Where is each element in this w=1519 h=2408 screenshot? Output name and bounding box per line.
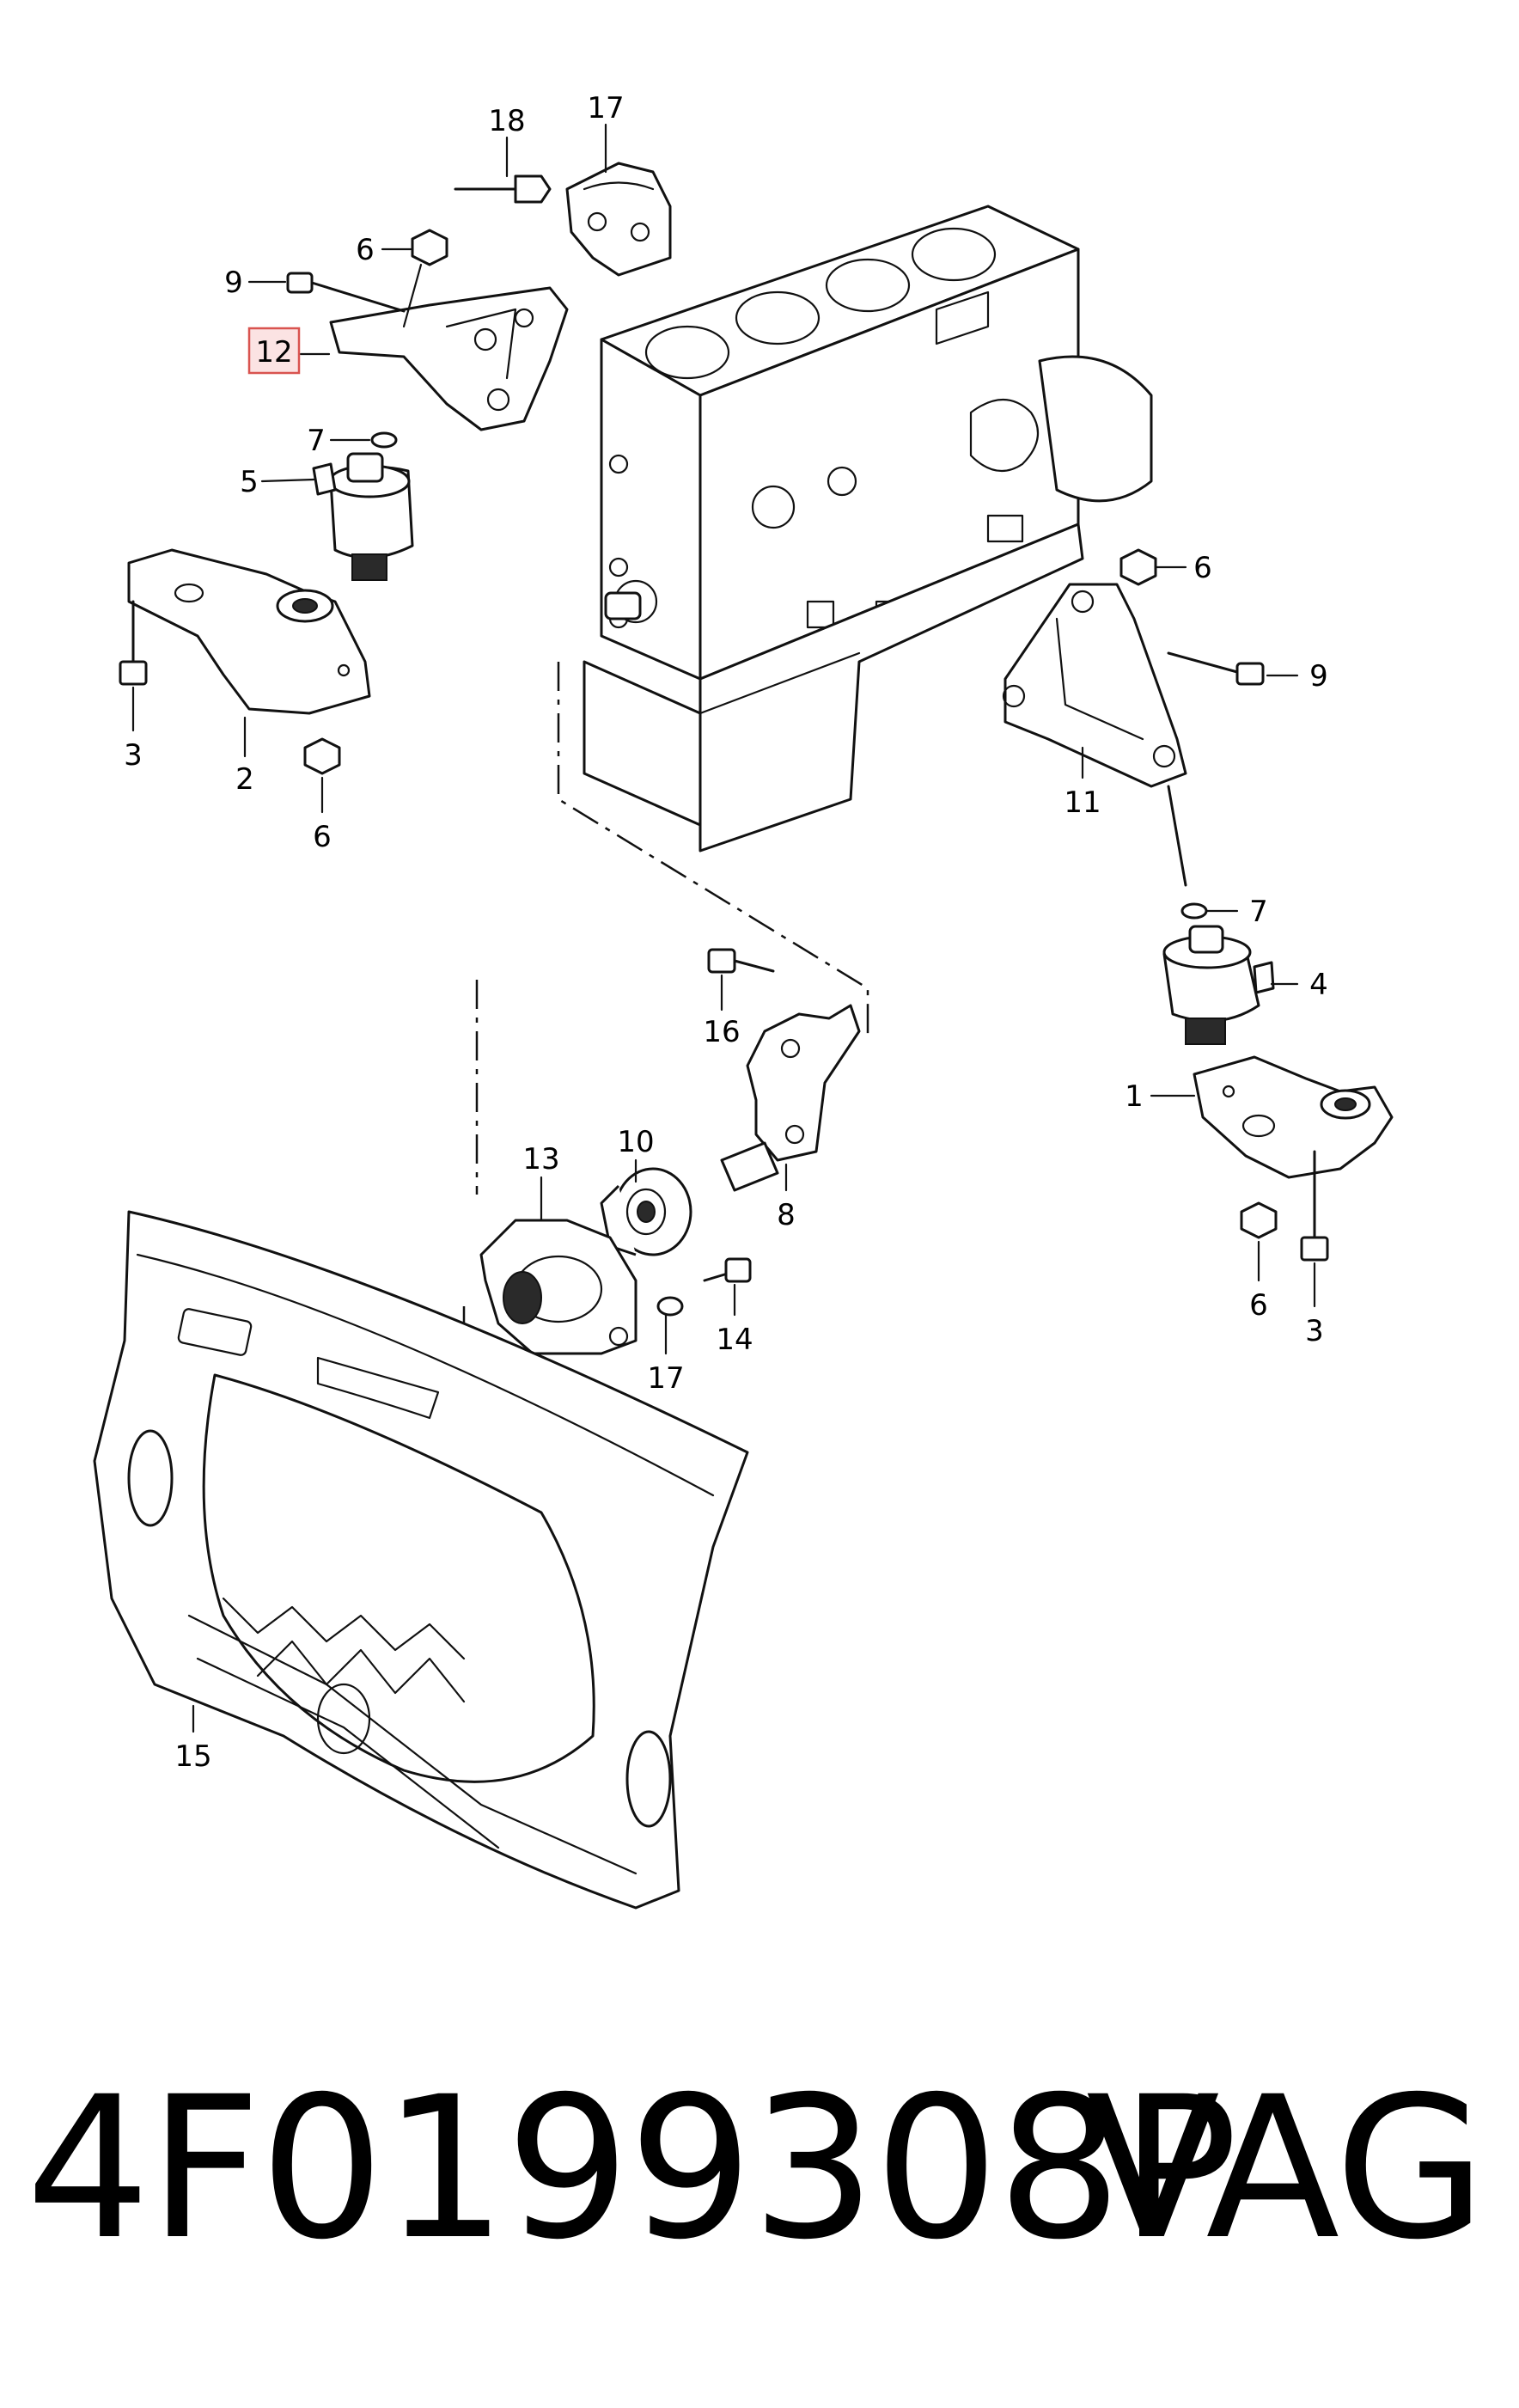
callout-4: 4 (1309, 968, 1328, 1002)
callout-16: 16 (703, 1015, 740, 1049)
callout-6: 6 (1249, 1288, 1268, 1323)
callout-3: 3 (124, 738, 143, 773)
bolt-14 (703, 1257, 752, 1283)
brand-name: VAG (1085, 2054, 1486, 2283)
callout-18: 18 (488, 104, 525, 138)
callout-3: 3 (1305, 1314, 1324, 1348)
nut-6-lower-right (1240, 1201, 1278, 1239)
bolt-9-right (1167, 651, 1265, 686)
mount-13 (479, 1219, 637, 1355)
nut-6-top (402, 229, 448, 328)
front-carrier-15 (93, 1210, 749, 1910)
callout-7: 7 (1249, 895, 1268, 929)
callout-17: 17 (587, 91, 624, 125)
callout-2: 2 (235, 762, 254, 797)
washer-7-right (1180, 902, 1208, 920)
bracket-8 (720, 1004, 861, 1192)
bolt-16 (707, 948, 775, 974)
bracket-17-top (565, 162, 672, 277)
callout-9: 9 (224, 266, 243, 300)
bushing-10 (600, 1167, 692, 1256)
callout-15: 15 (174, 1739, 211, 1774)
engine-block (583, 205, 1153, 853)
callout-6: 6 (313, 820, 332, 854)
support-arm-1 (1193, 1055, 1394, 1179)
engine-mount-5 (312, 452, 414, 581)
leader-lines (131, 123, 1316, 1733)
callout-1: 1 (1125, 1079, 1144, 1114)
nut-6-left (303, 737, 341, 775)
rivet-18 (454, 174, 552, 204)
assembly-line (557, 662, 869, 1040)
callout-17: 17 (647, 1361, 684, 1396)
bolt-3-left (119, 600, 148, 686)
callout-11: 11 (1064, 785, 1101, 820)
callout-12: 12 (255, 335, 292, 370)
engine-mount-4 (1162, 925, 1275, 1045)
engine-bracket-12 (329, 286, 569, 431)
support-arm-2 (127, 548, 371, 715)
engine-bracket-11 (1002, 583, 1187, 788)
callout-9: 9 (1309, 659, 1328, 694)
bolt-9-left (286, 272, 406, 313)
callout-14: 14 (716, 1323, 753, 1357)
washer-17-bottom (656, 1296, 684, 1317)
nut-6-right (1119, 548, 1157, 586)
callout-5: 5 (240, 465, 259, 499)
part-footer: 4F0199308P VAG (0, 2054, 1519, 2312)
callout-8: 8 (777, 1198, 796, 1232)
highlight-box-12 (247, 327, 301, 375)
part-number: 4F0199308P (26, 2054, 1238, 2283)
callout-10: 10 (617, 1125, 654, 1159)
callout-6: 6 (1193, 551, 1212, 585)
callout-labels: 18 17 6 9 12 7 5 3 2 6 6 9 11 7 4 1 6 3 … (124, 91, 1328, 1774)
leader-line (1167, 785, 1187, 887)
callout-13: 13 (522, 1142, 559, 1176)
callout-7: 7 (307, 424, 326, 458)
callout-6: 6 (356, 233, 375, 267)
washer-7-left (370, 431, 398, 449)
bolt-3-right (1300, 1150, 1329, 1262)
